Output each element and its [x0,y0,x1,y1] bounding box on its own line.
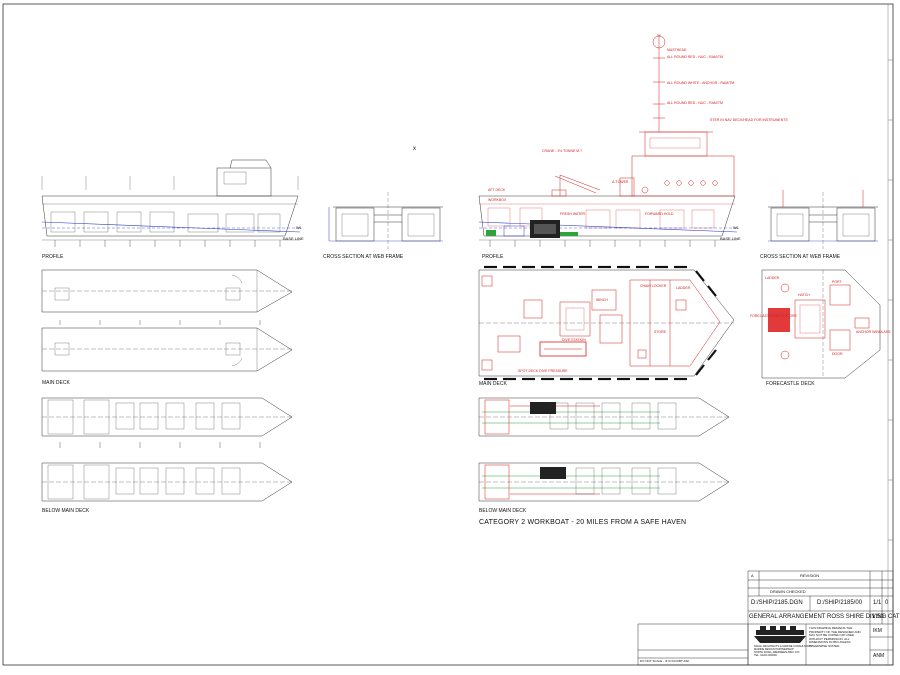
forecastle-note-2: HATCH [798,293,810,297]
revision-row-letter: A [751,573,754,578]
right-cross-section-label: CROSS SECTION AT WEB FRAME [760,254,841,260]
aft-deck-note: AFT DECK [488,188,506,192]
revision-number: 0 [885,600,889,606]
company-line: NAVAL ARCHITECTS & MARINE CONSULTANTS [754,645,813,648]
left-main-deck-view [41,269,293,372]
note-line: THIS DRAWING REMAINS THE [809,626,853,630]
mast-note-1: MASTHEAD [667,48,687,52]
main-deck-note-5: LADDER [676,286,691,290]
forecastle-note-1: LADDER [765,276,780,280]
right-main-deck-view [478,265,735,381]
drawing-notes: THIS DRAWING REMAINS THE PROPERTY OF THE… [809,626,869,649]
left-below-deck-view [41,397,293,502]
mast-note-3: ALL ROUND WHITE - ANCHOR - RAM/TM [667,81,735,85]
workbox-note: WORKBOX [488,198,507,202]
company-line: TEL. 01224 000000 [754,654,777,657]
fresh-water-note: FRESH WATER [560,212,586,216]
forecastle-deck-label: FORECASTLE DECK [766,381,815,387]
right-main-deck-label: MAIN DECK [479,381,507,387]
note-line: MAY NOT BE COPIED OR USED [809,633,855,638]
sheet-center-mark: x [413,146,416,152]
note-line: DIMENSIONS IN MM UNLESS [809,640,851,645]
title-block [637,570,894,666]
baseline-label-left: BASE LINE [283,236,304,241]
company-line: NORTH ROAD, ABERDEEN AB10 1XX [754,651,800,654]
note-line: WITHOUT PERMISSION. ALL [809,636,850,641]
company-address: NAVAL ARCHITECTS & MARINE CONSULTANTS MA… [754,645,813,657]
forecastle-note-4: ANCHOR WINDLASS [856,330,891,334]
left-main-deck-label: MAIN DECK [42,380,70,386]
left-below-deck-label: BELOW MAIN DECK [42,508,90,514]
waterline-label-right: WL [733,225,739,230]
left-cross-section-label: CROSS SECTION AT WEB FRAME [323,254,404,260]
right-forecastle-view [761,269,881,379]
drawn-initials: IKM [873,628,882,634]
main-deck-note-2: WINCH [596,298,608,302]
left-cross-section-view [328,192,443,249]
drawing-number: D:/SHIP/2185/00 [817,600,863,606]
right-profile-view [478,34,738,247]
sheet-border [2,3,894,666]
company-logo [754,626,806,643]
drawing-caption: CATEGORY 2 WORKBOAT - 20 MILES FROM A SA… [479,519,687,526]
company-line: MARINE DESIGN PARTNERSHIP [754,648,794,651]
dive-equipment [486,220,578,238]
baseline-label-right: BASE LINE [720,236,741,241]
mast-note-4: ALL ROUND RED - NUC - RAM/TM [667,101,723,105]
drawing-file: D:/SHIP/2185.DGN [751,600,803,606]
main-deck-note-4: STORE [654,330,666,334]
sheet-number: 1/1 [873,600,882,606]
forward-hold-note: FORWARD HOLD [645,212,674,216]
drawn-checked-row: DRAWN CHECKED [770,589,806,594]
main-deck-note-3: DIVE STATION [562,338,586,342]
drawing-scale: 1:50 [872,614,884,620]
right-cross-section-view [768,190,878,249]
main-deck-note-1: CHAIN LOCKER [640,284,667,288]
revision-row-text: REVISION [800,573,820,578]
right-below-deck-label: BELOW MAIN DECK [479,508,527,514]
approved-initials: ANM [873,653,885,659]
note-line: OTHERWISE STATED. [809,643,841,648]
drawing-title: GENERAL ARRANGEMENT ROSS SHIRE DIVING CA… [749,614,900,620]
crane-note: CRANE - 1½ TONNE M.? [542,149,583,153]
note-line: PROPERTY OF THE DESIGNER AND [809,629,861,634]
right-below-deck-view [478,397,730,502]
mast-note-5: STER IN NAV DECK/HEAD FOR INSTRUMENTS [710,118,788,122]
title-block-footer: DO NOT SCALE - IF IN DOUBT ASK [640,659,690,663]
mast-note-2: ALL ROUND RED - NUC - RAM/TM [667,55,723,59]
tower-note: A-TOWER [612,180,629,184]
waterline-label-left: WL [296,225,302,230]
forecastle-note-6: DOOR [832,352,843,356]
right-profile-label: PROFILE [482,254,504,260]
forecastle-note-3: FORECASTLE DECK STORE [750,314,798,318]
left-profile-label: PROFILE [42,254,64,260]
forecastle-note-5: PORT [832,280,842,284]
main-deck-bottom-note: SPOT DECK DIVE PRESSURE [518,369,568,373]
left-profile-view [41,159,301,247]
